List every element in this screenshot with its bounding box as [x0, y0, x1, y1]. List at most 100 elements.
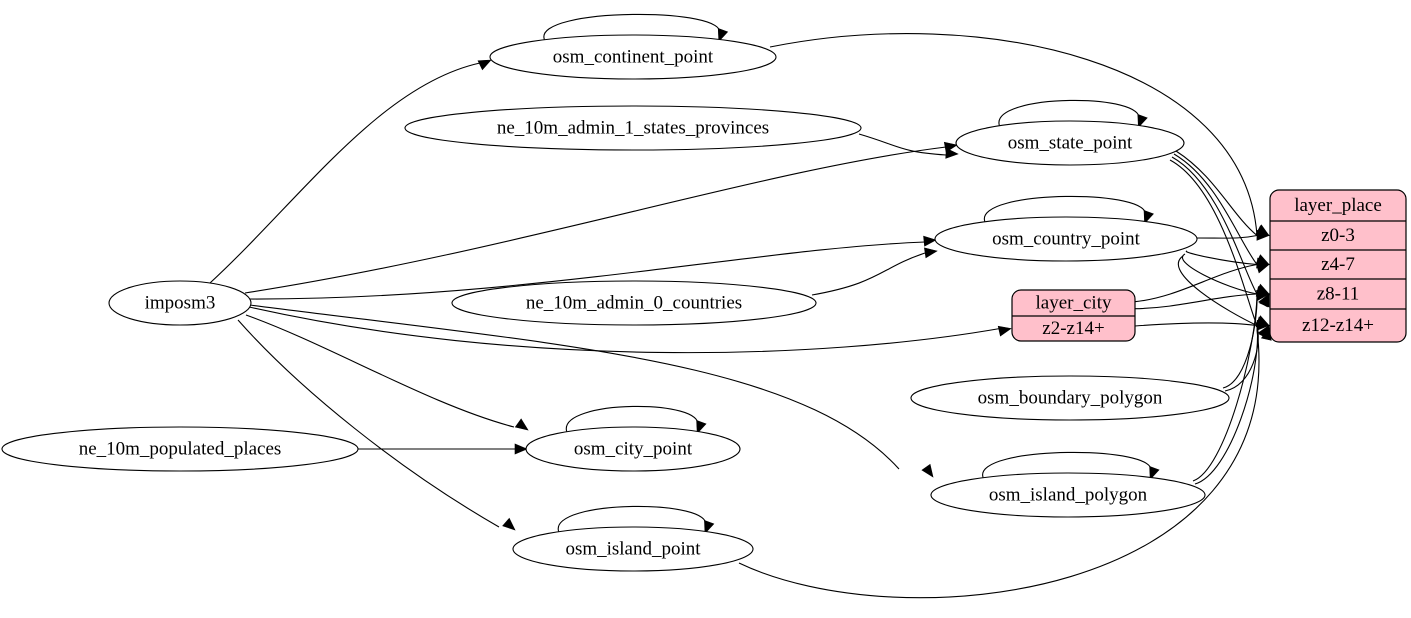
edge-path [249, 304, 900, 470]
graph-record-node-layer_city[interactable]: layer_city z2-z14+ [1011, 289, 1136, 342]
edge-arrowhead [704, 519, 715, 535]
edge-arrowhead [1255, 262, 1270, 274]
graph-node-osm_island_polygon[interactable]: osm_island_polygon [930, 472, 1206, 518]
self-loop-edge-osm_country_point [984, 195, 1154, 225]
node-label: osm_state_point [1008, 132, 1133, 153]
record-row-layer_city-1[interactable]: z2-z14+ [1012, 315, 1135, 339]
edge-arrowhead [1137, 113, 1148, 129]
node-ellipse-shape [934, 216, 1198, 262]
node-ellipse-shape [512, 526, 754, 572]
edge-path [248, 241, 926, 300]
graph-node-ne_10m_populated_places[interactable]: ne_10m_populated_places [1, 426, 359, 472]
node-label: ne_10m_admin_1_states_provinces [497, 117, 769, 138]
edge-layer_city-to-layer_place-z12-z14+ [1134, 319, 1270, 331]
edge-ne_10m_admin_1_states_provinces-to-osm_state_point [858, 133, 959, 159]
edge-path [1224, 325, 1259, 392]
record-row-layer_place-3[interactable]: z8-11 [1270, 278, 1406, 304]
edge-path [1134, 293, 1258, 310]
self-loop-path [998, 99, 1140, 126]
edge-path [248, 306, 1001, 354]
node-label: osm_country_point [992, 228, 1140, 249]
node-ellipse-shape [404, 105, 862, 151]
self-loop-edge-osm_island_polygon [982, 451, 1160, 481]
edge-ne_10m_populated_places-to-osm_city_point [357, 443, 528, 455]
edge-arrowhead [514, 418, 529, 431]
edge-osm_state_point-to-layer_place-z4-7 [1173, 153, 1270, 265]
record-row-layer_place-4[interactable]: z12-z14+ [1270, 308, 1406, 336]
edge-arrowhead [1149, 465, 1160, 481]
self-loop-path [566, 405, 698, 432]
edge-arrowhead [1259, 293, 1270, 308]
edge-imposm3-to-osm_city_point [245, 314, 529, 431]
node-ellipse-shape [451, 280, 817, 326]
node-label: osm_island_polygon [989, 484, 1148, 505]
graph-node-osm_continent_point[interactable]: osm_continent_point [489, 34, 777, 80]
graph-node-ne_10m_admin_0_countries[interactable]: ne_10m_admin_0_countries [451, 280, 817, 326]
edge-path [738, 329, 1260, 599]
self-loop-edge-osm_city_point [566, 405, 707, 435]
edge-imposm3-to-osm_state_point [244, 141, 958, 294]
record-row-layer_city-0[interactable]: layer_city [1036, 292, 1112, 313]
edge-osm_island_point-to-layer_place-z12-z14+ [738, 326, 1272, 599]
edge-arrowhead [997, 325, 1012, 337]
edge-path [1185, 250, 1258, 266]
edge-osm_country_point-to-layer_place-z0-3 [1194, 229, 1270, 241]
node-ellipse-shape [525, 426, 741, 472]
edge-path [1175, 150, 1258, 236]
self-loop-path [543, 13, 720, 40]
edge-arrowhead [945, 147, 959, 159]
edge-path [237, 319, 500, 528]
edge-layer_city-to-layer_place-z4-7 [1134, 262, 1270, 303]
edge-path [1134, 322, 1258, 327]
edge-imposm3-to-osm_island_point [237, 319, 516, 531]
node-label: osm_island_point [565, 538, 701, 559]
record-row-layer_place-1[interactable]: z0-3 [1270, 220, 1406, 246]
graph-node-osm_island_point[interactable]: osm_island_point [512, 526, 754, 572]
record-row-layer_place-2[interactable]: z4-7 [1270, 249, 1406, 275]
edge-path [858, 133, 947, 156]
node-ellipse-shape [1, 426, 359, 472]
self-loop-edge-osm_island_point [558, 505, 715, 535]
edge-ne_10m_admin_0_countries-to-osm_country_point [811, 247, 938, 296]
record-outline [1269, 189, 1407, 343]
node-ellipse-shape [910, 375, 1230, 421]
edge-arrowhead [923, 235, 937, 247]
node-ellipse-shape [108, 280, 252, 326]
edge-imposm3-to-osm_island_polygon [249, 304, 934, 478]
edge-arrowhead [924, 247, 938, 259]
edge-arrowhead [514, 443, 528, 455]
graph-node-imposm3[interactable]: imposm3 [108, 280, 252, 326]
graph-node-osm_city_point[interactable]: osm_city_point [525, 426, 741, 472]
graph-node-osm_boundary_polygon[interactable]: osm_boundary_polygon [910, 375, 1230, 421]
graph-node-ne_10m_admin_1_states_provinces[interactable]: ne_10m_admin_1_states_provinces [404, 105, 862, 151]
record-row-label: z4-7 [1321, 254, 1355, 275]
edge-path [1194, 234, 1258, 239]
graph-record-node-layer_place[interactable]: layer_place z0-3 z4-7 z8-11 z12-z14+ [1269, 189, 1407, 343]
node-ellipse-shape [955, 120, 1185, 166]
edge-path [769, 33, 1258, 236]
graph-node-osm_state_point[interactable]: osm_state_point [955, 120, 1185, 166]
self-loop-path [984, 195, 1146, 222]
edge-arrowhead [1256, 229, 1270, 241]
edge-arrowhead [502, 517, 516, 531]
record-row-label: z0-3 [1321, 225, 1355, 246]
edge-arrowhead [696, 419, 707, 435]
edge-path [1171, 156, 1258, 295]
edge-path [1182, 253, 1258, 295]
edge-path [1192, 293, 1258, 482]
node-layer: osm_continent_point ne_10m_admin_1_states… [1, 34, 1407, 572]
record-row-label: z8-11 [1317, 283, 1360, 304]
edge-path [244, 146, 947, 294]
edge-arrowhead [477, 59, 492, 71]
edge-imposm3-to-osm_country_point [248, 235, 937, 300]
edge-path [811, 252, 926, 296]
record-row-label: z12-z14+ [1302, 315, 1374, 336]
edge-arrowhead [1143, 209, 1154, 225]
record-row-layer_place-0[interactable]: layer_place [1294, 195, 1382, 216]
edge-arrowhead [717, 27, 729, 43]
record-row-label: z2-z14+ [1042, 318, 1104, 339]
edge-path [1169, 159, 1258, 326]
graph-node-osm_country_point[interactable]: osm_country_point [934, 216, 1198, 262]
